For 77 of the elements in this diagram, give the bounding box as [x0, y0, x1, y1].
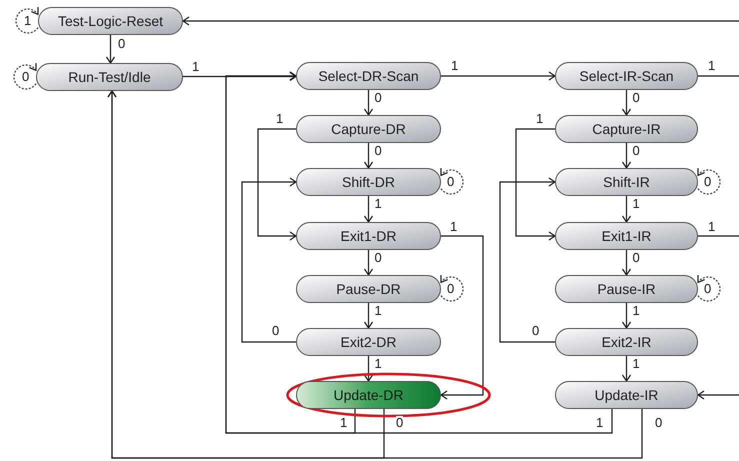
edge-label: 1: [708, 59, 716, 72]
edge-label: 1: [536, 112, 544, 125]
arrow: [622, 90, 632, 116]
self-loop-arrow: [15, 6, 39, 34]
state-node: Shift-IR: [555, 168, 698, 196]
state-node: Pause-DR: [296, 275, 441, 303]
arrow: [515, 128, 556, 241]
arrow: [622, 303, 632, 329]
edge-label: 0: [374, 251, 382, 264]
arrow: [107, 90, 643, 459]
arrow: [364, 90, 374, 116]
edge-label: 1: [596, 416, 604, 429]
arrow: [364, 303, 374, 329]
edge-label: 0: [532, 324, 540, 337]
self-loop-arrow: [697, 168, 721, 195]
edge-label: 0: [704, 175, 712, 188]
edge-label: 0: [118, 37, 126, 50]
edge-label: 1: [374, 357, 382, 370]
edge-label: 0: [447, 282, 454, 295]
edge-label: 1: [374, 304, 382, 317]
edge-label: 1: [276, 112, 284, 125]
edge-label: 1: [632, 197, 640, 210]
edge-label: 0: [704, 282, 712, 295]
edge-label: 0: [396, 416, 404, 429]
self-loop-arrow: [697, 274, 721, 302]
state-node: Capture-DR: [296, 115, 441, 143]
arrow: [622, 143, 632, 169]
state-node: Exit2-DR: [296, 328, 441, 356]
arrow: [622, 196, 632, 223]
edge-label: 0: [374, 91, 382, 104]
state-node: Exit2-IR: [555, 328, 698, 356]
self-loop-arrow: [440, 274, 464, 302]
state-node: Exit1-IR: [555, 222, 698, 250]
state-node: Select-IR-Scan: [555, 62, 698, 90]
arrow: [257, 128, 297, 241]
arrow: [182, 16, 739, 26]
edge-label: 1: [374, 197, 382, 210]
self-loop-arrow: [13, 62, 37, 90]
edge-label: 0: [655, 416, 662, 429]
edge-label: 1: [192, 60, 200, 73]
state-node: Exit1-DR: [296, 222, 441, 250]
arrow: [364, 250, 374, 276]
edge-label: 1: [632, 357, 640, 370]
edge-label: 0: [632, 144, 640, 157]
edge-label: 1: [632, 304, 640, 317]
state-node: Run-Test/Idle: [36, 63, 183, 91]
arrow: [225, 71, 613, 434]
edge-label: 0: [22, 70, 30, 83]
state-node: Pause-IR: [555, 275, 698, 303]
arrow: [622, 250, 632, 276]
edge-label: 1: [340, 416, 348, 429]
edge-label: 1: [450, 220, 458, 233]
arrow: [364, 356, 374, 382]
edge-label: 1: [451, 59, 458, 72]
edge-label: 1: [24, 14, 32, 27]
state-node: Test-Logic-Reset: [38, 7, 183, 35]
edge-label: 0: [632, 251, 640, 264]
arrow: [364, 196, 374, 223]
edge-label: 0: [272, 324, 280, 337]
edge-label: 0: [632, 91, 640, 104]
self-loop-arrow: [440, 168, 464, 195]
arrow: [106, 35, 116, 64]
arrow: [440, 235, 484, 400]
arrow: [364, 143, 374, 169]
edge-label: 0: [374, 144, 382, 157]
edge-label: 0: [447, 175, 454, 188]
edge-label: 1: [708, 220, 716, 233]
arrow: [241, 177, 297, 343]
state-node: Update-IR: [555, 381, 698, 409]
arrow: [622, 356, 632, 382]
state-node: Shift-DR: [296, 168, 441, 196]
arrow: [499, 177, 556, 343]
arrow: [183, 72, 297, 82]
state-node: Select-DR-Scan: [296, 62, 441, 90]
state-node: Capture-IR: [555, 115, 698, 143]
arrow: [441, 71, 556, 81]
arrow: [697, 390, 739, 400]
